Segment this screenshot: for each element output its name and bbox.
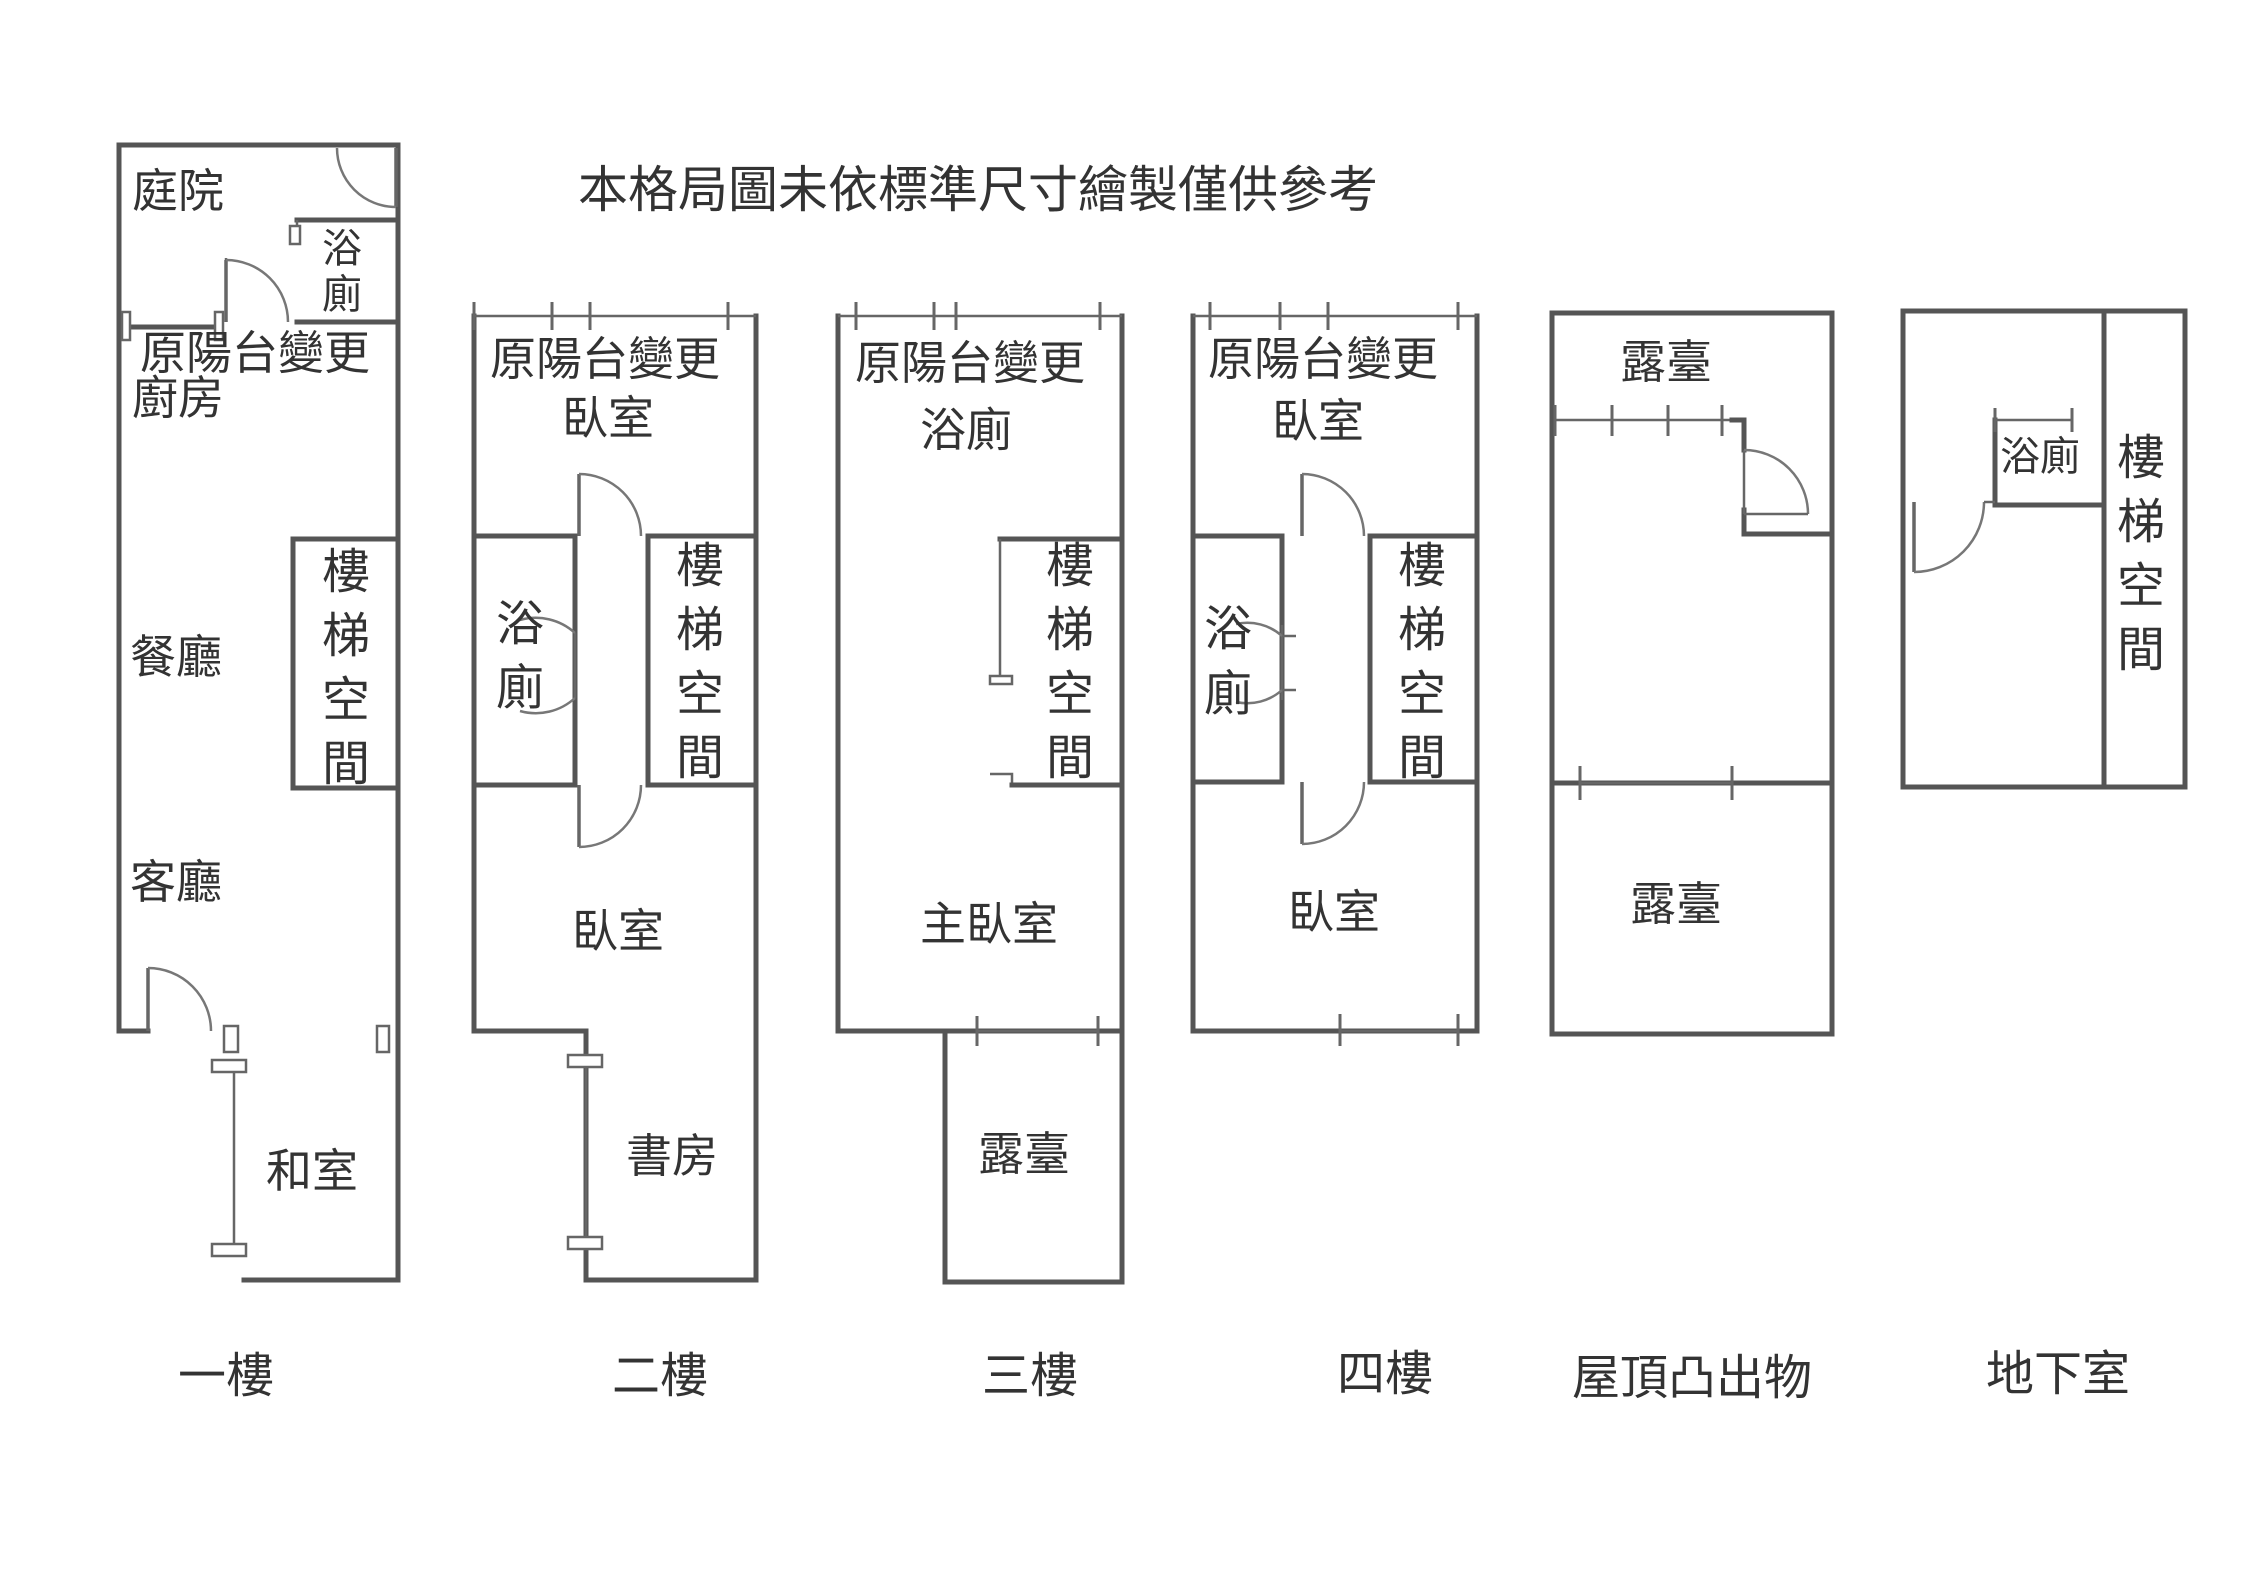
f4-front-2: 臥室: [1272, 394, 1364, 448]
f3-label: 三樓: [982, 1348, 1078, 1404]
f2-label: 二樓: [612, 1348, 708, 1404]
f3-terrace: 露臺: [978, 1127, 1070, 1181]
f3-master-bedroom: 主臥室: [920, 897, 1058, 951]
floor-1-plan: 庭院 浴 廁 原陽台變更 廚房 樓 梯 空 間 餐廳 客廳 和室 一樓: [116, 142, 401, 1404]
f4-stairs-4: 間: [1398, 730, 1446, 786]
f4-label: 四樓: [1337, 1346, 1433, 1402]
f2-bath-2: 廁: [496, 660, 544, 716]
f3-stairs-4: 間: [1046, 730, 1094, 786]
floor-4-plan: 原陽台變更 臥室 浴 廁 樓 梯 空 間 臥室 四樓: [1190, 302, 1480, 1402]
f2-bedroom: 臥室: [572, 904, 664, 958]
f1-japanese-room: 和室: [266, 1144, 358, 1198]
f4-stairs-3: 空: [1398, 666, 1446, 722]
f4-bath-1: 浴: [1204, 601, 1252, 657]
f2-study: 書房: [626, 1129, 718, 1183]
basement-plan: 浴廁 樓 梯 空 間 地下室: [1900, 308, 2188, 1402]
f2-front-1: 原陽台變更: [490, 332, 720, 386]
f1-living: 客廳: [130, 855, 222, 909]
f2-stairs-4: 間: [676, 730, 724, 786]
roof-terrace-top: 露臺: [1620, 335, 1712, 389]
f1-courtyard: 庭院: [132, 164, 224, 218]
f4-bath-2: 廁: [1204, 666, 1252, 722]
f2-bath-1: 浴: [496, 596, 544, 652]
basement-stairs-4: 間: [2117, 622, 2165, 678]
f1-stairs-4: 間: [322, 736, 370, 792]
f4-bedroom: 臥室: [1288, 885, 1380, 939]
basement-stairs-1: 樓: [2117, 430, 2165, 486]
f1-stairs-3: 空: [322, 672, 370, 728]
f1-dining: 餐廳: [130, 630, 222, 684]
basement-stairs-3: 空: [2117, 558, 2165, 614]
f1-bath-2: 廁: [322, 272, 362, 318]
f3-stairs-2: 梯: [1046, 602, 1094, 658]
f1-stairs-2: 梯: [322, 608, 370, 664]
f1-kitchen-2: 廚房: [132, 371, 224, 425]
basement-bath: 浴廁: [2000, 434, 2080, 480]
f3-stairs-3: 空: [1046, 666, 1094, 722]
f3-front-2: 浴廁: [920, 403, 1012, 457]
floor-2-plan: 原陽台變更 臥室 浴 廁 樓 梯 空 間 臥室 書房 二樓: [471, 302, 759, 1404]
f2-front-2: 臥室: [562, 391, 654, 445]
roof-terrace-bottom: 露臺: [1630, 877, 1722, 931]
f1-kitchen-1: 原陽台變更: [140, 326, 370, 380]
f3-stairs-1: 樓: [1046, 538, 1094, 594]
f3-front-1: 原陽台變更: [855, 336, 1085, 390]
f2-stairs-1: 樓: [676, 538, 724, 594]
f4-stairs-1: 樓: [1398, 538, 1446, 594]
f4-front-1: 原陽台變更: [1208, 332, 1438, 386]
disclaimer-notice: 本格局圖未依標準尺寸繪製僅供參考: [578, 161, 1378, 219]
roof-plan: 露臺 露臺 屋頂凸出物: [1549, 310, 1835, 1406]
basement-stairs-2: 梯: [2117, 494, 2165, 550]
f1-stairs-1: 樓: [322, 544, 370, 600]
f1-bath-1: 浴: [322, 226, 362, 272]
f4-stairs-2: 梯: [1398, 602, 1446, 658]
floor-3-plan: 原陽台變更 浴廁 樓 梯 空 間 主臥室 露臺 三樓: [835, 302, 1125, 1404]
f1-label: 一樓: [178, 1348, 274, 1404]
f2-stairs-2: 梯: [676, 602, 724, 658]
roof-label: 屋頂凸出物: [1572, 1350, 1812, 1406]
f2-stairs-3: 空: [676, 666, 724, 722]
basement-label: 地下室: [1986, 1346, 2130, 1402]
